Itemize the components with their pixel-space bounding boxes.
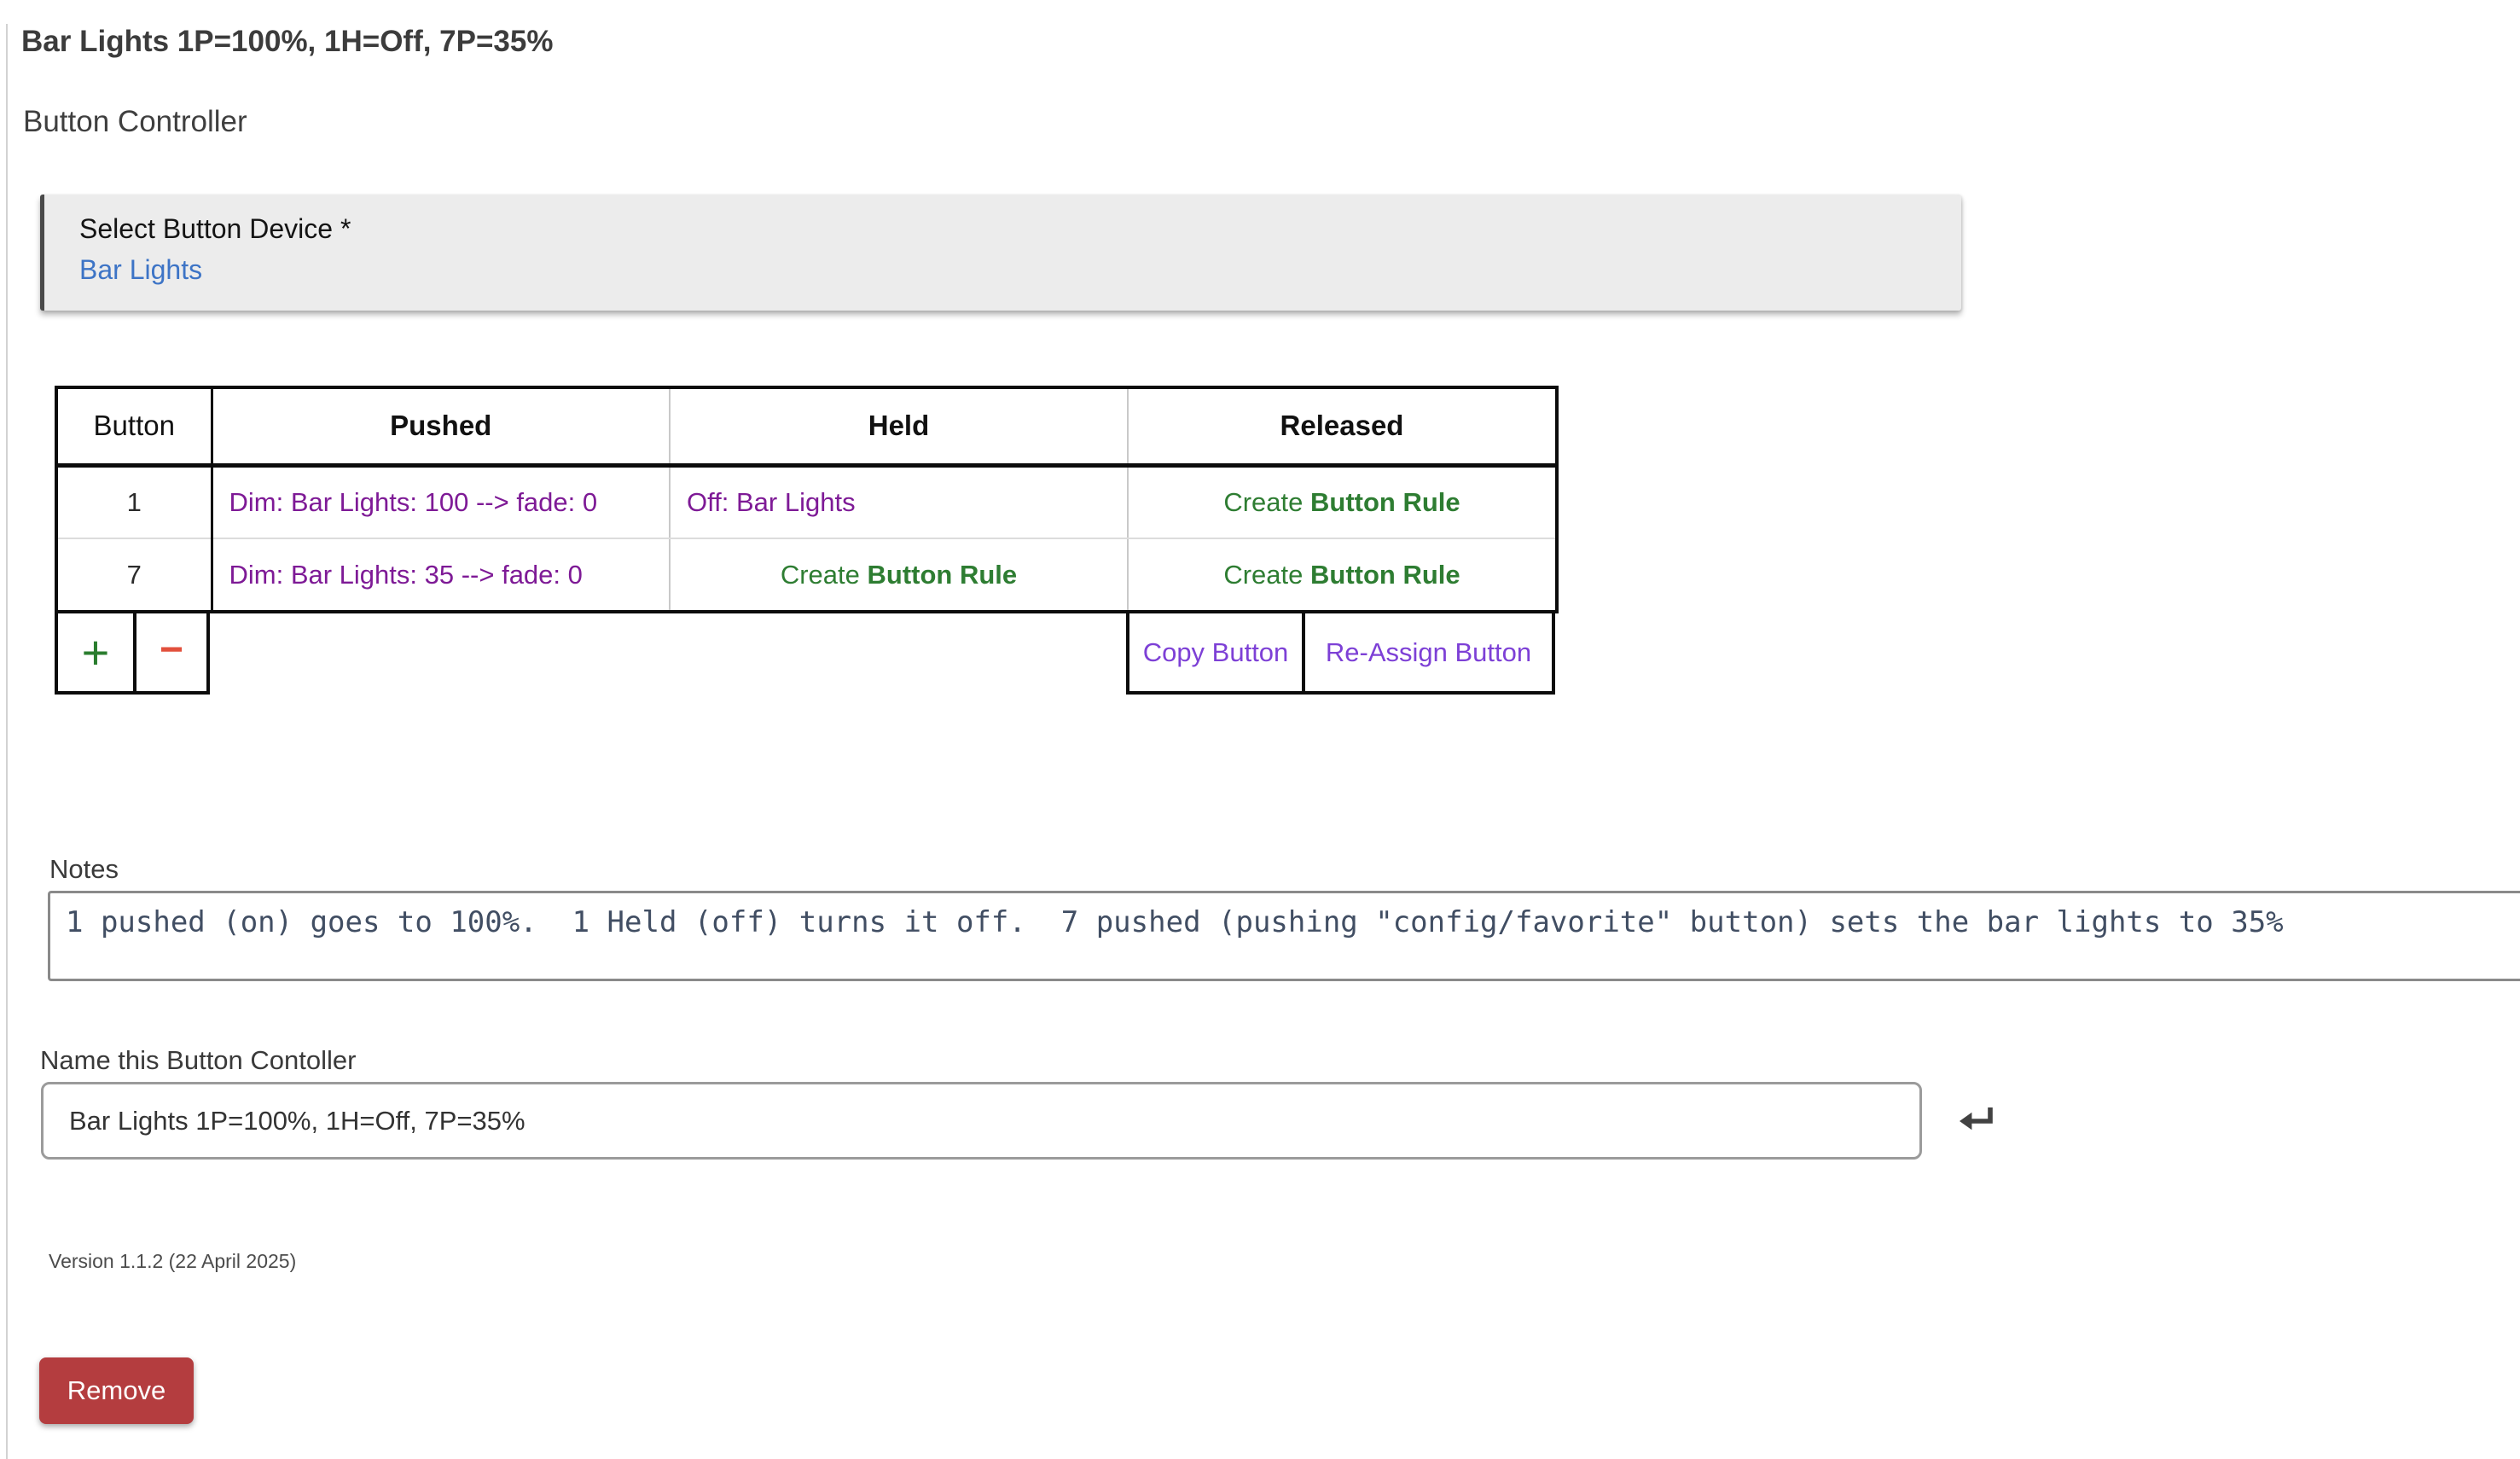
col-header-button: Button [56,387,213,468]
pushed-action-link[interactable]: Dim: Bar Lights: 35 --> fade: 0 [229,559,583,590]
copy-button-cell[interactable]: Copy Button [1126,613,1305,695]
select-button-device-label: Select Button Device * [79,213,351,244]
name-label: Name this Button Contoller [40,1045,357,1075]
delete-button-button[interactable]: − [136,613,210,695]
table-row: 1 Dim: Bar Lights: 100 --> fade: 0 Off: … [56,465,1557,539]
col-header-pushed: Pushed [212,387,670,468]
card-left-edge [6,24,8,1459]
button-number: 1 [56,465,213,539]
version-text: Version 1.1.2 (22 April 2025) [49,1250,297,1272]
remove-button[interactable]: Remove [39,1357,194,1424]
create-button-rule-link[interactable]: Create Button Rule [780,559,1018,590]
reassign-button-link[interactable]: Re-Assign Button [1325,636,1532,667]
pushed-action-cell: Dim: Bar Lights: 100 --> fade: 0 [212,465,670,539]
held-create-cell: Create Button Rule [669,538,1128,612]
reassign-button-cell[interactable]: Re-Assign Button [1305,613,1555,695]
button-table: Button Pushed Held Released 1 Dim: Bar L… [55,386,1559,613]
held-action-cell: Off: Bar Lights [669,465,1128,539]
create-button-rule-link[interactable]: Create Button Rule [1223,486,1460,517]
name-input[interactable] [41,1082,1922,1160]
add-button-button[interactable]: + [55,613,136,695]
table-row: 7 Dim: Bar Lights: 35 --> fade: 0 Create… [56,538,1557,612]
app-name-label: Button Controller [23,105,247,138]
plus-icon: + [81,625,110,679]
table-header-row: Button Pushed Held Released [56,387,1557,468]
notes-label: Notes [49,854,119,884]
button-number: 7 [56,538,213,612]
create-button-rule-link[interactable]: Create Button Rule [1223,559,1460,590]
button-controller-page: Bar Lights 1P=100%, 1H=Off, 7P=35% Butto… [0,24,2520,1459]
released-create-cell: Create Button Rule [1127,538,1557,612]
pushed-action-cell: Dim: Bar Lights: 35 --> fade: 0 [212,538,670,612]
pushed-action-link[interactable]: Dim: Bar Lights: 100 --> fade: 0 [229,486,598,517]
col-header-released: Released [1127,387,1557,468]
select-button-device-box: Select Button Device * Bar Lights [40,195,1961,311]
minus-icon: − [159,626,184,672]
released-create-cell: Create Button Rule [1127,465,1557,539]
table-footer-row: + − Copy Button Re-Assign Button [55,613,1555,695]
device-link[interactable]: Bar Lights [79,254,203,285]
col-header-held: Held [669,387,1128,468]
page-title: Bar Lights 1P=100%, 1H=Off, 7P=35% [21,25,554,58]
held-action-link[interactable]: Off: Bar Lights [687,486,856,517]
enter-return-icon [1960,1107,1993,1130]
notes-input[interactable]: 1 pushed (on) goes to 100%. 1 Held (off)… [48,891,2520,981]
copy-button-link[interactable]: Copy Button [1142,636,1289,667]
